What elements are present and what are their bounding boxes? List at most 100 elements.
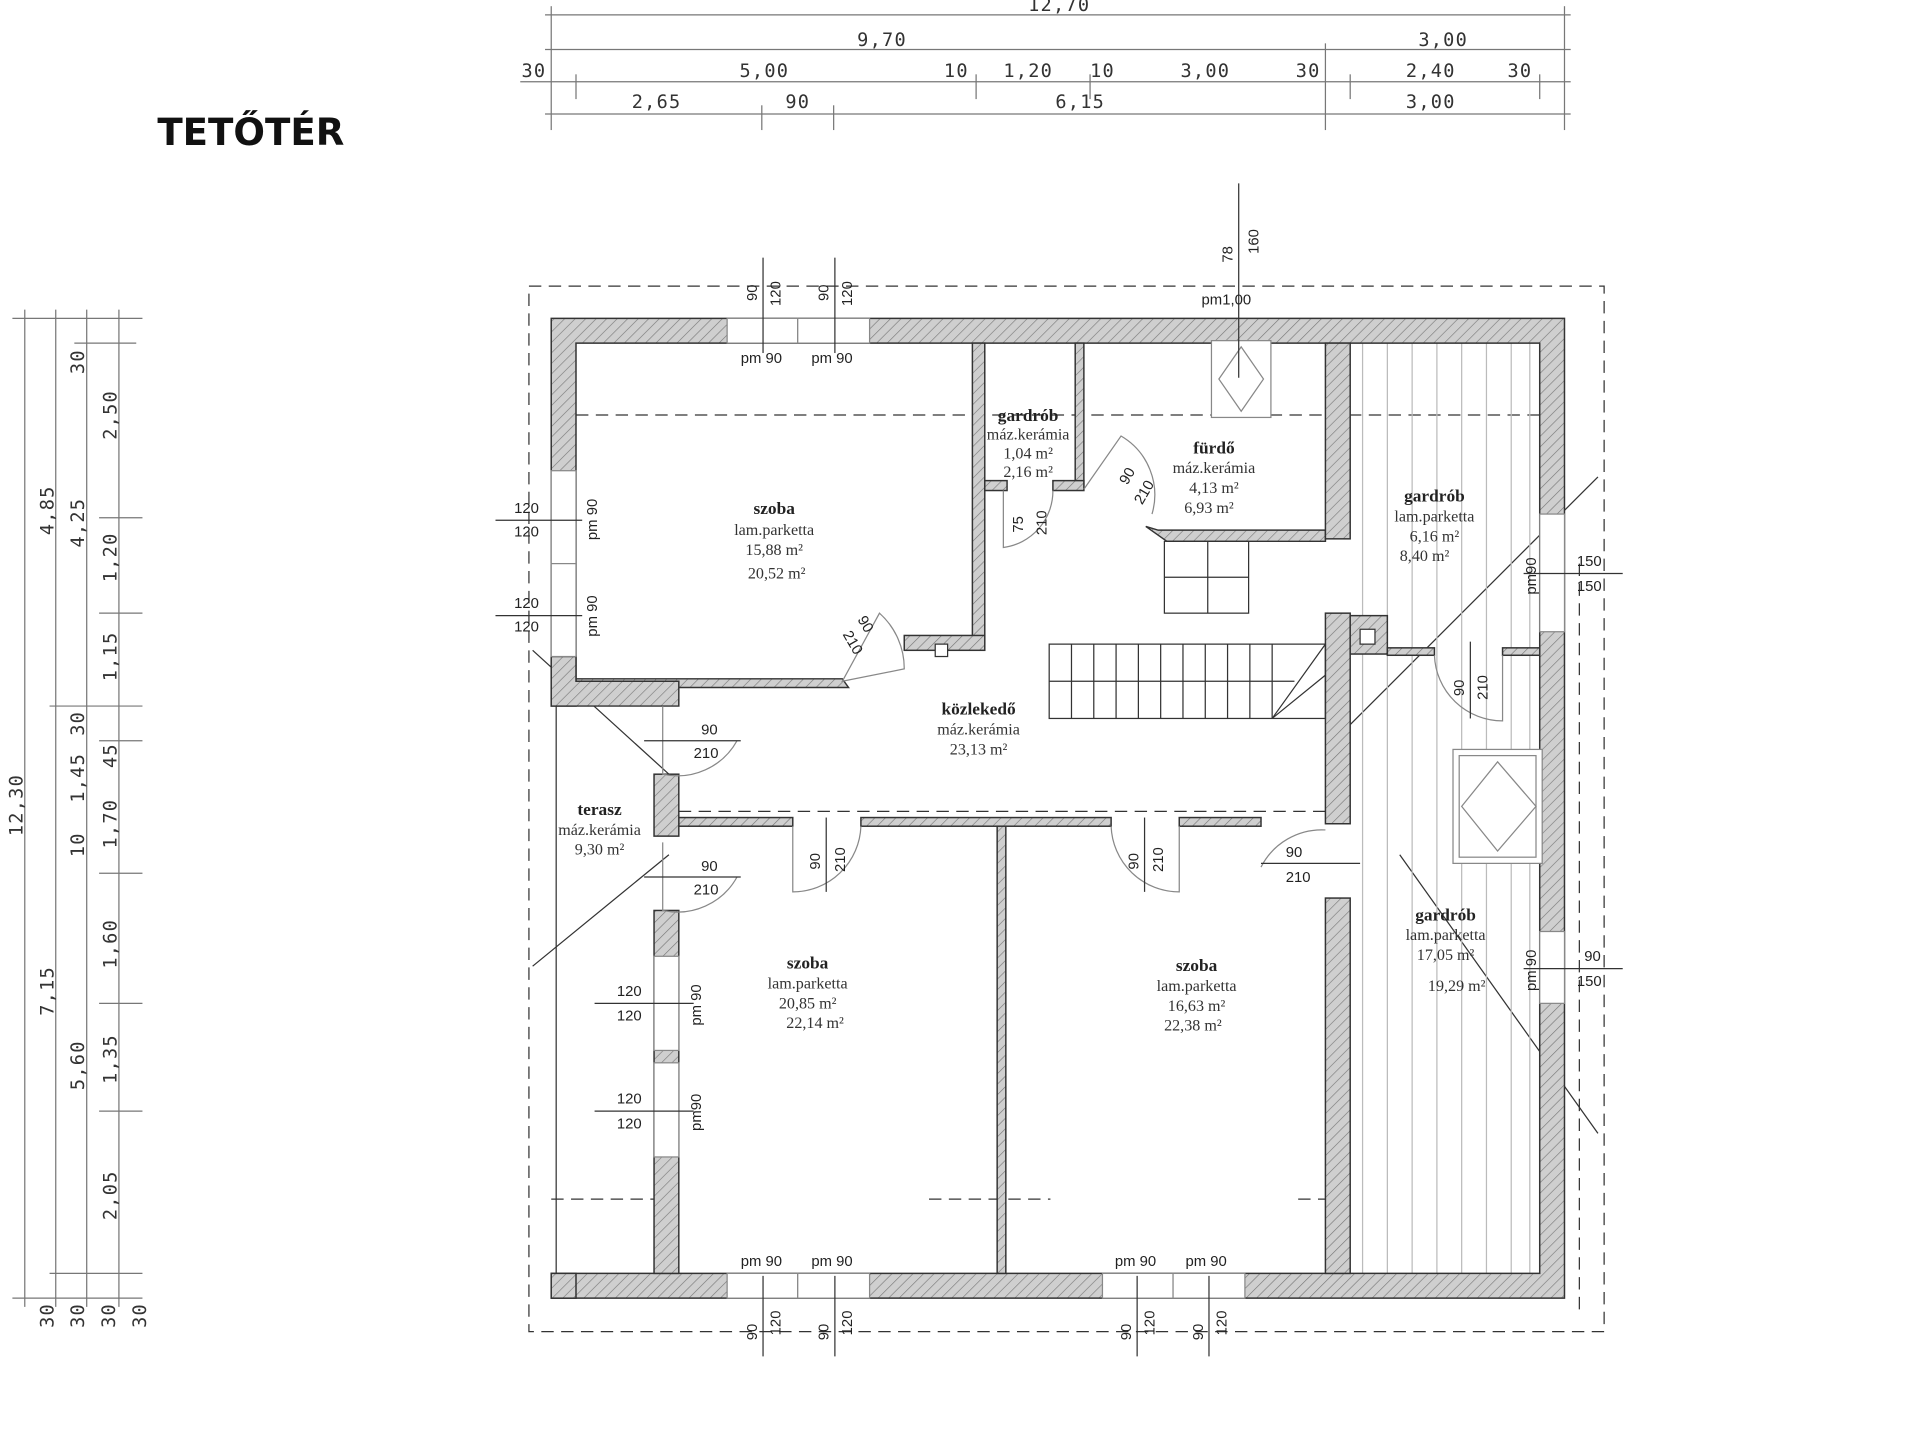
door-swings bbox=[662, 435, 1504, 913]
dim-label: 3,00 bbox=[1406, 92, 1456, 113]
window-label: pm 90 bbox=[689, 984, 705, 1025]
window-width: 120 bbox=[514, 596, 539, 612]
room-area: 22,14 m² bbox=[786, 1015, 844, 1032]
room-area: 9,30 m² bbox=[575, 842, 625, 859]
chimney-icon bbox=[934, 643, 949, 658]
room-area: 15,88 m² bbox=[745, 542, 803, 559]
window-height: 120 bbox=[768, 281, 784, 306]
room-name: gardrób bbox=[998, 406, 1059, 425]
dim-label: 4,85 bbox=[37, 485, 58, 535]
window-label: pm90 bbox=[689, 1094, 705, 1131]
window-label: pm 90 bbox=[811, 1254, 852, 1270]
dim-label: 10 bbox=[68, 832, 89, 857]
door-height: 210 bbox=[1286, 870, 1311, 886]
window-height: 120 bbox=[1214, 1311, 1230, 1336]
room-gardrob-3: gardrób lam.parketta 17,05 m² 19,29 m² bbox=[1406, 905, 1486, 995]
window-width: 90 bbox=[1191, 1324, 1207, 1341]
room-gardrob-1: gardrób máz.kerámia 1,04 m² 2,16 m² bbox=[987, 406, 1070, 481]
room-area: 6,16 m² bbox=[1410, 528, 1460, 545]
window-height: 120 bbox=[768, 1311, 784, 1336]
window-width: 90 bbox=[1119, 1324, 1135, 1341]
dim-label: 10 bbox=[1090, 61, 1115, 82]
dim-label: 10 bbox=[944, 61, 969, 82]
room-floor: máz.kerámia bbox=[1173, 460, 1256, 477]
room-area: 2,16 m² bbox=[1003, 464, 1053, 481]
room-name: gardrób bbox=[1404, 487, 1465, 506]
dim-label: 12,30 bbox=[6, 774, 27, 836]
chimney-icon bbox=[1359, 628, 1376, 645]
door-width: 90 bbox=[1117, 465, 1139, 487]
window-width: 90 bbox=[1584, 949, 1601, 965]
window-label: pm 90 bbox=[741, 351, 782, 367]
door-height: 210 bbox=[1476, 675, 1492, 700]
window-label: pm1,00 bbox=[1202, 293, 1252, 309]
roof-outline bbox=[528, 285, 1605, 1333]
window-label: pm 90 bbox=[585, 595, 601, 636]
door-height: 210 bbox=[694, 882, 719, 898]
page-title: TETŐTÉR bbox=[157, 110, 344, 154]
dim-label: 12,70 bbox=[1028, 0, 1090, 16]
room-area: 4,13 m² bbox=[1189, 480, 1239, 497]
room-name: terasz bbox=[577, 800, 622, 819]
window-label: pm 90 bbox=[585, 499, 601, 540]
door-height: 210 bbox=[1035, 510, 1051, 535]
dim-label: 2,50 bbox=[100, 390, 121, 440]
dim-label: 5,60 bbox=[68, 1040, 89, 1090]
room-szoba-3: szoba lam.parketta 16,63 m² 22,38 m² bbox=[1157, 956, 1237, 1034]
room-floor: lam.parketta bbox=[1406, 927, 1486, 944]
door-width: 90 bbox=[701, 723, 718, 739]
window-height: 120 bbox=[840, 1311, 856, 1336]
window-width: 78 bbox=[1221, 246, 1237, 263]
room-area: 17,05 m² bbox=[1417, 947, 1475, 964]
window-labels: pm 90 pm 90 90 120 90 120 pm1,00 78 160 … bbox=[495, 183, 1623, 1357]
dim-label: 3,00 bbox=[1418, 30, 1468, 51]
dim-label: 30 bbox=[68, 711, 89, 736]
room-name: szoba bbox=[1176, 956, 1218, 975]
room-name: fürdő bbox=[1193, 438, 1235, 457]
window-label: pm 90 bbox=[1185, 1254, 1226, 1270]
window-height: 120 bbox=[514, 524, 539, 540]
window-height: 150 bbox=[1577, 579, 1602, 595]
window-label: pm90 bbox=[1524, 557, 1540, 594]
room-furdo: fürdő máz.kerámia 4,13 m² 6,93 m² bbox=[1173, 438, 1256, 516]
window-label: pm 90 bbox=[1115, 1254, 1156, 1270]
door-height: 210 bbox=[1151, 847, 1167, 872]
room-floor: máz.kerámia bbox=[987, 427, 1070, 444]
door-height: 210 bbox=[694, 746, 719, 762]
door-width: 90 bbox=[1286, 845, 1303, 861]
top-dimensions: 12,70 9,70 3,00 30 5,00 10 1,20 10 3,00 … bbox=[520, 0, 1571, 131]
dim-label: 6,15 bbox=[1055, 92, 1105, 113]
room-area: 20,85 m² bbox=[779, 995, 837, 1012]
room-floor: máz.kerámia bbox=[558, 822, 641, 839]
room-area: 16,63 m² bbox=[1168, 998, 1226, 1015]
window-width: 150 bbox=[1577, 554, 1602, 570]
dim-label: 4,25 bbox=[68, 498, 89, 548]
staircase bbox=[1048, 540, 1327, 720]
window-height: 150 bbox=[1577, 974, 1602, 990]
window-width: 90 bbox=[745, 284, 761, 301]
door-width: 75 bbox=[1011, 516, 1027, 533]
room-area: 23,13 m² bbox=[950, 741, 1008, 758]
door-width: 90 bbox=[1126, 853, 1142, 870]
door-height: 210 bbox=[833, 847, 849, 872]
window-width: 90 bbox=[817, 284, 833, 301]
room-name: gardrób bbox=[1415, 905, 1476, 924]
room-terasz: terasz máz.kerámia 9,30 m² bbox=[558, 800, 641, 859]
dim-label: 30 bbox=[130, 1303, 151, 1328]
room-area: 8,40 m² bbox=[1400, 548, 1450, 565]
room-area: 19,29 m² bbox=[1428, 978, 1486, 995]
door-width: 90 bbox=[854, 613, 876, 635]
window-height: 120 bbox=[617, 1009, 642, 1025]
window-label: pm 90 bbox=[1524, 950, 1540, 991]
dim-label: 45 bbox=[100, 743, 121, 768]
room-floor: máz.kerámia bbox=[937, 722, 1020, 739]
room-name: szoba bbox=[787, 954, 829, 973]
dim-label: 7,15 bbox=[37, 966, 58, 1016]
dim-label: 1,45 bbox=[68, 753, 89, 803]
dim-label: 2,65 bbox=[632, 92, 682, 113]
window-width: 120 bbox=[514, 501, 539, 517]
dim-label: 1,20 bbox=[100, 532, 121, 582]
window-height: 160 bbox=[1247, 229, 1263, 254]
window-width: 90 bbox=[817, 1324, 833, 1341]
